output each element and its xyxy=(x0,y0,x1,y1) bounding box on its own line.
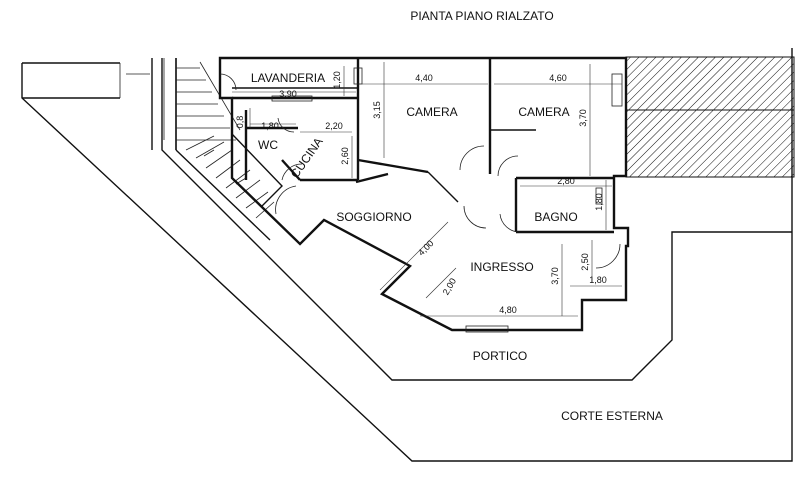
area-portico: PORTICO xyxy=(473,349,527,363)
dim-soggiorno-diag: 4,00 xyxy=(416,238,435,257)
plan-title: PIANTA PIANO RIALZATO xyxy=(410,9,553,23)
dim-camera2-width: 4,60 xyxy=(549,73,567,83)
hatched-area xyxy=(625,56,795,178)
room-wc: WC xyxy=(258,138,278,152)
dim-cucina-width: 2,20 xyxy=(325,121,343,131)
door-swings xyxy=(219,73,621,269)
room-soggiorno: SOGGIORNO xyxy=(336,210,411,224)
room-cucina: CUCINA xyxy=(288,135,326,181)
dim-ingresso-height: 3,70 xyxy=(550,267,560,285)
dim-ingresso-small-width: 1,80 xyxy=(589,275,607,285)
dim-wc-small: 0,8 xyxy=(235,116,245,129)
dim-cucina-height: 2,60 xyxy=(340,147,350,165)
interior-stair xyxy=(175,133,283,241)
dim-camera1-width: 4,40 xyxy=(415,73,433,83)
dim-wc-width: 1,80 xyxy=(261,121,279,131)
room-ingresso: INGRESSO xyxy=(470,260,533,274)
building-walls xyxy=(218,56,630,332)
dim-ingresso-small-height: 2,50 xyxy=(580,253,590,271)
dim-ingresso-width: 4,80 xyxy=(499,305,517,315)
dim-camera1-height: 3,15 xyxy=(372,101,382,119)
room-camera-1: CAMERA xyxy=(406,105,457,119)
room-camera-2: CAMERA xyxy=(518,105,569,119)
dim-bagno-width: 2,80 xyxy=(557,176,575,186)
dim-lavanderia-height: 1,20 xyxy=(332,71,342,89)
area-corte-esterna: CORTE ESTERNA xyxy=(561,409,663,423)
exterior-stair xyxy=(151,58,241,150)
windows xyxy=(271,67,623,333)
dim-bagno-height: 1,80 xyxy=(594,193,604,211)
dim-camera2-height: 3,70 xyxy=(578,109,588,127)
dimension-lines xyxy=(232,62,622,317)
dim-lavanderia-width: 3,90 xyxy=(279,89,297,99)
dim-ingresso-diag: 2,00 xyxy=(441,276,458,296)
room-bagno: BAGNO xyxy=(534,210,577,224)
lot-boundary xyxy=(21,48,793,462)
room-lavanderia: LAVANDERIA xyxy=(251,71,325,85)
